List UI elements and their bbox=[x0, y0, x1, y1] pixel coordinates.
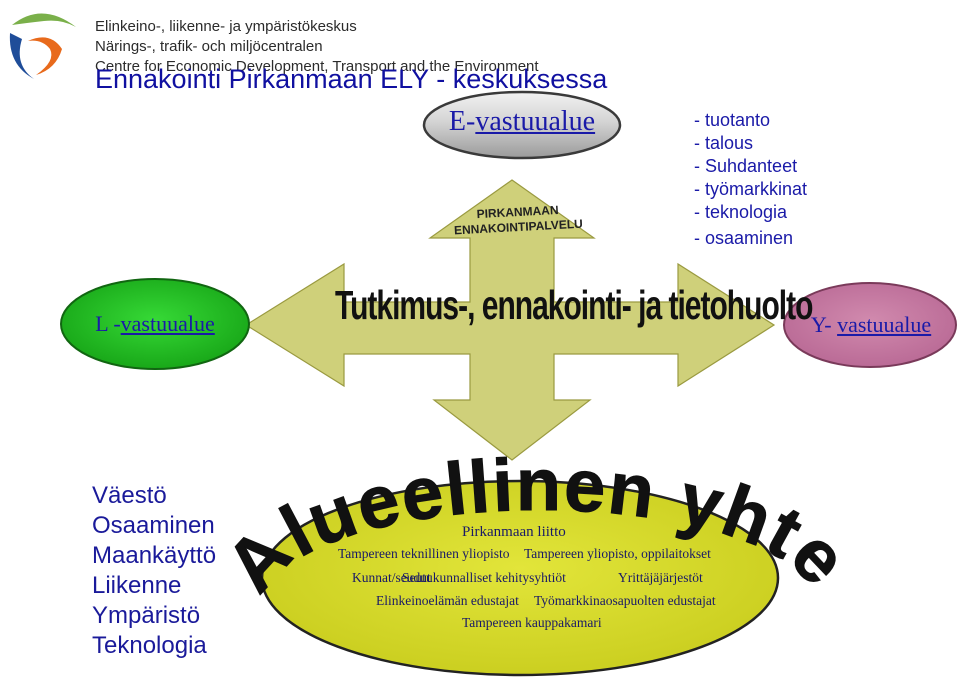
e-topic-item: - Suhdanteet bbox=[694, 156, 798, 176]
left-topic-item: Liikenne bbox=[92, 572, 182, 599]
l-area-text: vastuualue bbox=[120, 311, 215, 336]
org-seutukunnalliset: Seutukunnalliset kehitysyhtiöt bbox=[402, 570, 566, 585]
org-tyomarkkina: Työmarkkinaosapuolten edustajat bbox=[534, 593, 716, 608]
e-topic-item: - tuotanto bbox=[694, 110, 771, 130]
y-area-ellipse bbox=[783, 282, 957, 368]
regional-ellipse bbox=[260, 479, 780, 677]
e-topic-item: - talous bbox=[694, 133, 754, 153]
logo-line-en: Centre for Economic Development, Transpo… bbox=[95, 58, 539, 75]
left-topic-item: Osaaminen bbox=[92, 512, 215, 539]
left-topic-list: Väestö Osaaminen Maankäyttö Liikenne Ymp… bbox=[92, 481, 216, 661]
org-kunnat: Kunnat/seudut bbox=[352, 570, 431, 585]
org-kauppakamari: Tampereen kauppakamari bbox=[462, 615, 602, 630]
y-area-prefix: Y- bbox=[810, 312, 838, 337]
left-topic-item: Väestö bbox=[92, 482, 167, 509]
left-topic-item: Teknologia bbox=[92, 632, 207, 659]
e-area-prefix: E- bbox=[448, 106, 476, 137]
e-area-text: vastuualue bbox=[475, 106, 596, 137]
org-ttu: Tampereen teknillinen yliopisto bbox=[338, 546, 510, 561]
left-topic-item: Maankäyttö bbox=[92, 542, 217, 569]
e-topic-item: - työmarkkinat bbox=[694, 179, 808, 199]
org-pirkanmaan-liitto: Pirkanmaan liitto bbox=[462, 524, 566, 540]
four-way-arrow bbox=[244, 179, 776, 461]
page-title: Ennakointi Pirkanmaan ELY - keskuksessa bbox=[95, 64, 608, 94]
left-topic-item: Ympäristö bbox=[92, 602, 201, 629]
e-topic-item: - osaaminen bbox=[694, 228, 794, 248]
logo-line-fi: Elinkeino-, liikenne- ja ympäristökeskus bbox=[95, 18, 357, 35]
e-area-ellipse bbox=[422, 90, 622, 160]
e-topic-item: - teknologia bbox=[694, 202, 788, 222]
l-area-label: L -vastuualue bbox=[64, 311, 246, 337]
l-area-prefix: L - bbox=[95, 311, 121, 336]
org-elinkeinoelama: Elinkeinoelämän edustajat bbox=[376, 593, 519, 608]
e-area-label: E-vastuualue bbox=[430, 106, 614, 138]
ely-logo bbox=[9, 13, 76, 79]
e-topic-list: - tuotanto - talous - Suhdanteet - työma… bbox=[694, 109, 807, 250]
logo-line-sv: Närings-, trafik- och miljöcentralen bbox=[95, 38, 323, 55]
y-area-text: vastuualue bbox=[837, 312, 932, 337]
org-uta: Tampereen yliopisto, oppilaitokset bbox=[524, 546, 711, 561]
l-area-ellipse bbox=[60, 278, 250, 370]
org-yrittajajarjestot: Yrittäjäjärjestöt bbox=[618, 570, 703, 585]
y-area-label: Y- vastuualue bbox=[788, 312, 954, 338]
center-heading: Tutkimus-, ennakointi- ja tietohuolto bbox=[335, 284, 813, 329]
